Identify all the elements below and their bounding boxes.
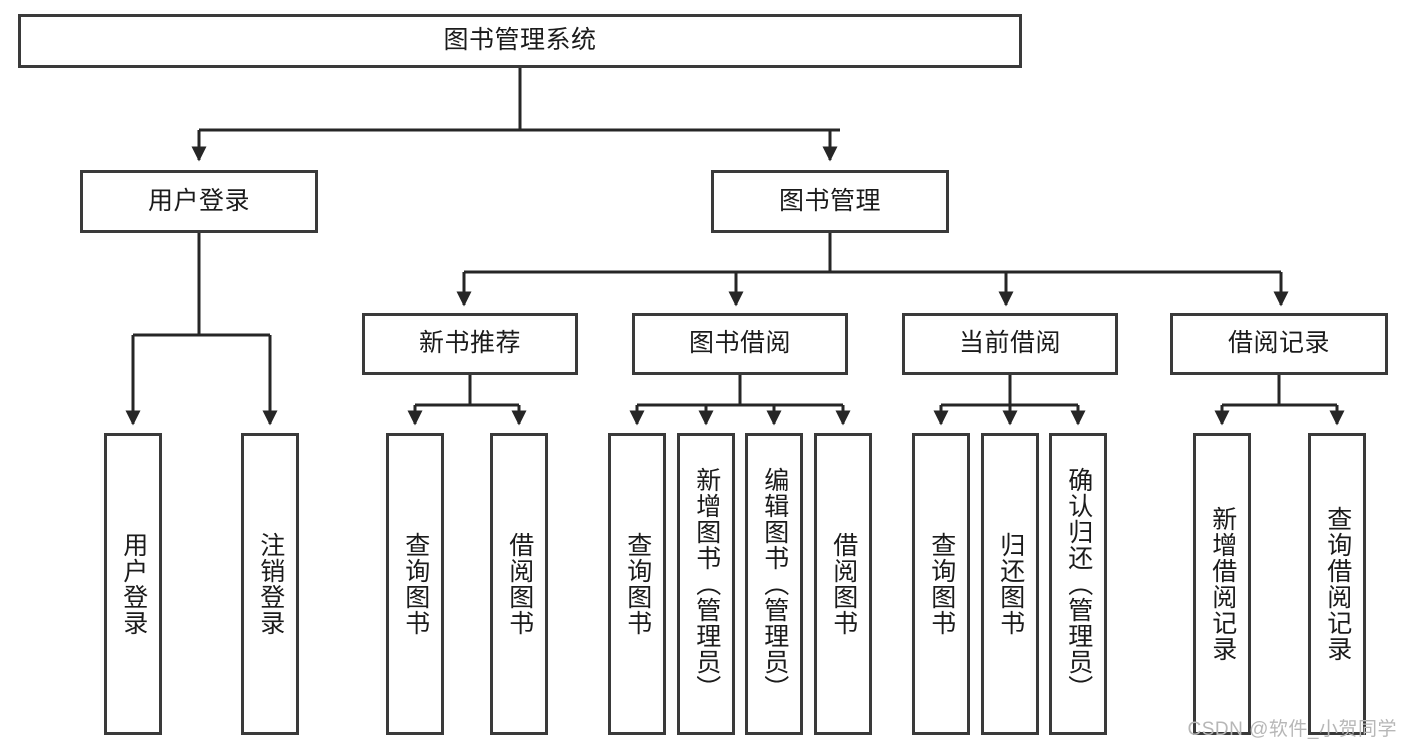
leaf-query-book-recommend[interactable]: 查询图书 — [386, 433, 444, 735]
leaf-add-book-admin[interactable]: 新增图书（管理员） — [677, 433, 735, 735]
node-label: 图书借阅 — [688, 329, 791, 358]
leaf-label: 查询图书 — [927, 532, 956, 636]
node-book-borrow[interactable]: 图书借阅 — [632, 313, 848, 375]
leaf-query-book-current[interactable]: 查询图书 — [912, 433, 970, 735]
node-current-borrow[interactable]: 当前借阅 — [902, 313, 1118, 375]
node-new-book-recommend[interactable]: 新书推荐 — [362, 313, 578, 375]
leaf-logout[interactable]: 注销登录 — [241, 433, 299, 735]
leaf-borrow-book[interactable]: 借阅图书 — [814, 433, 872, 735]
leaf-query-book-borrow[interactable]: 查询图书 — [608, 433, 666, 735]
leaf-borrow-book-recommend[interactable]: 借阅图书 — [490, 433, 548, 735]
leaf-add-borrow-record[interactable]: 新增借阅记录 — [1193, 433, 1251, 735]
node-root-system[interactable]: 图书管理系统 — [18, 14, 1022, 68]
node-user-login[interactable]: 用户登录 — [80, 170, 318, 233]
leaf-label: 编辑图书（管理员） — [760, 467, 789, 701]
leaf-label: 归还图书 — [996, 532, 1025, 636]
leaf-label: 借阅图书 — [505, 532, 534, 636]
node-label: 当前借阅 — [958, 329, 1061, 358]
leaf-query-borrow-record[interactable]: 查询借阅记录 — [1308, 433, 1366, 735]
node-book-management[interactable]: 图书管理 — [711, 170, 949, 233]
node-label: 用户登录 — [147, 186, 250, 215]
leaf-label: 查询借阅记录 — [1323, 506, 1352, 662]
leaf-label: 新增借阅记录 — [1208, 506, 1237, 662]
leaf-label: 查询图书 — [623, 532, 652, 636]
watermark: CSDN @软件_小贺同学 — [1187, 719, 1397, 740]
leaf-label: 查询图书 — [401, 532, 430, 636]
leaf-label: 新增图书（管理员） — [692, 467, 721, 701]
leaf-label: 用户登录 — [119, 532, 148, 636]
leaf-label: 借阅图书 — [829, 532, 858, 636]
leaf-label: 注销登录 — [256, 532, 285, 636]
node-label: 图书管理 — [778, 186, 881, 215]
node-label: 借阅记录 — [1227, 329, 1330, 358]
leaf-label: 确认归还（管理员） — [1064, 467, 1093, 701]
node-label: 新书推荐 — [418, 329, 521, 358]
node-borrow-record[interactable]: 借阅记录 — [1170, 313, 1388, 375]
leaf-return-book[interactable]: 归还图书 — [981, 433, 1039, 735]
leaf-user-login[interactable]: 用户登录 — [104, 433, 162, 735]
leaf-edit-book-admin[interactable]: 编辑图书（管理员） — [745, 433, 803, 735]
leaf-confirm-return-admin[interactable]: 确认归还（管理员） — [1049, 433, 1107, 735]
node-label: 图书管理系统 — [443, 26, 597, 55]
